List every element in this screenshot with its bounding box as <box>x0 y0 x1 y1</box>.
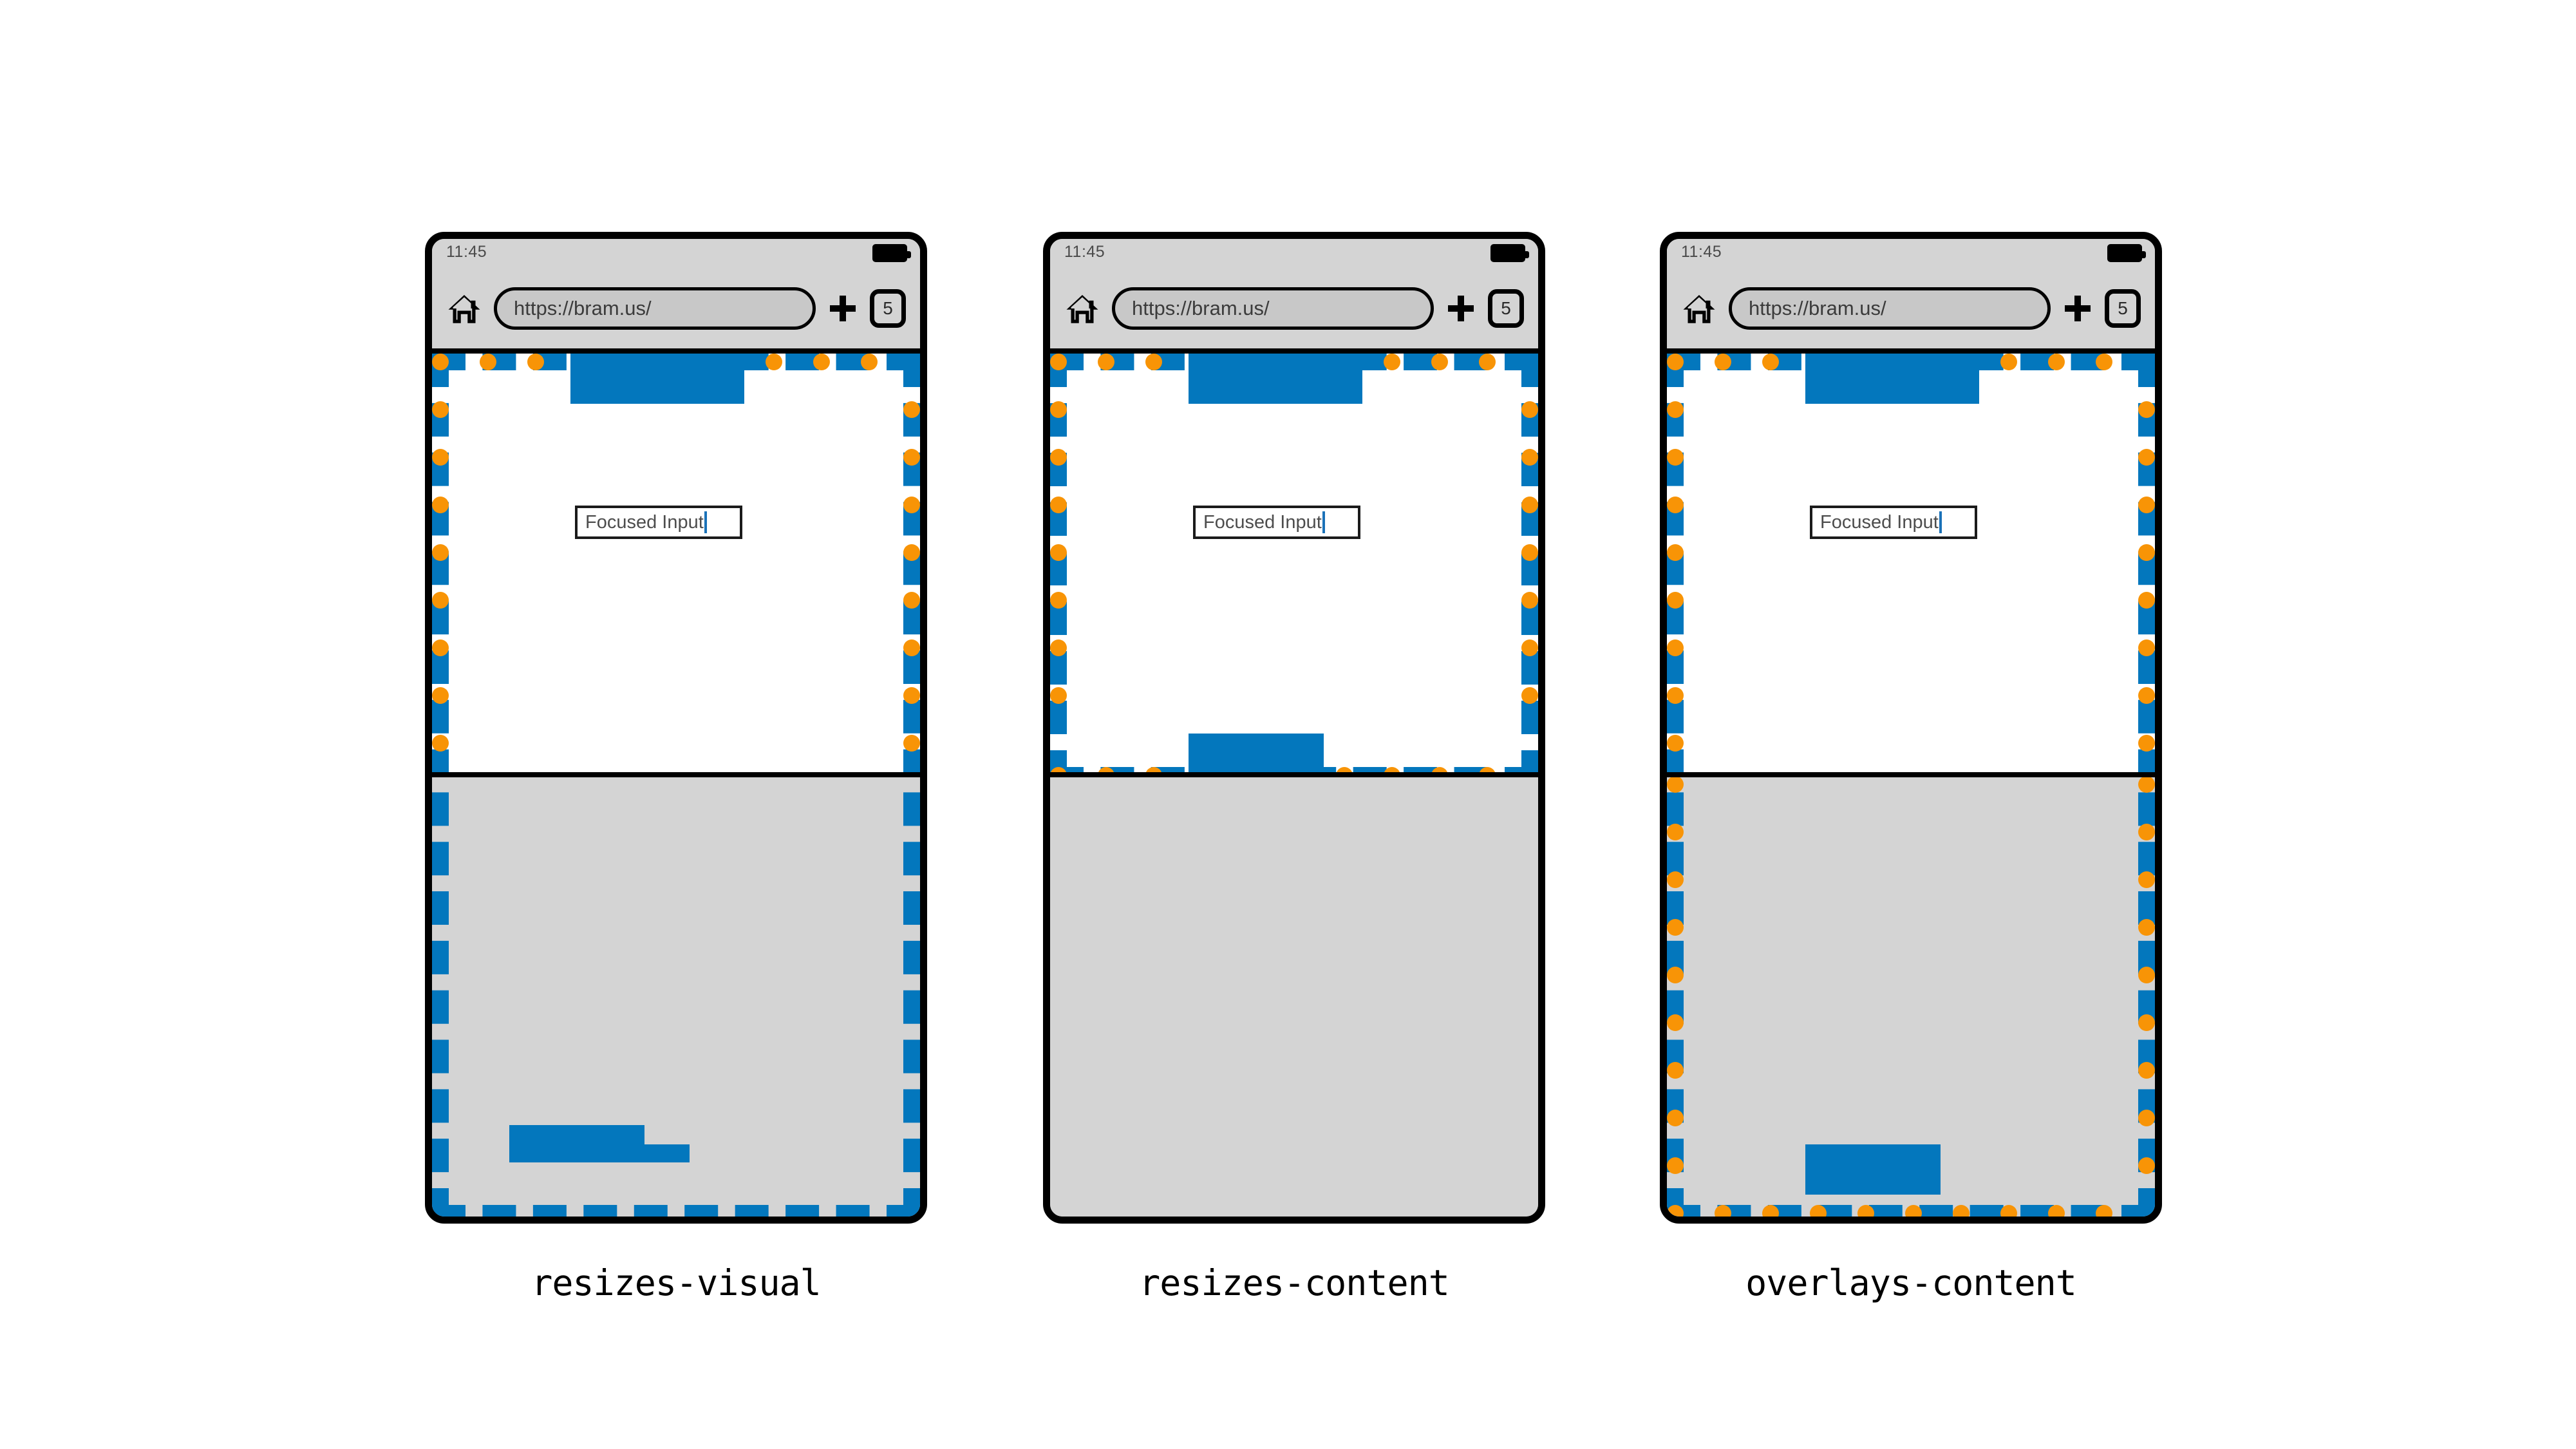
url-text: https://bram.us/ <box>514 297 652 319</box>
page-header-block <box>1189 354 1362 404</box>
status-bar: 11:45 <box>1050 239 1538 269</box>
status-bar: 11:45 <box>432 239 920 269</box>
battery-icon <box>2107 244 2146 262</box>
page-dashed-border <box>1667 354 2155 784</box>
tab-count-label: 5 <box>2118 298 2128 318</box>
web-viewport: Focused Input <box>1050 354 1538 784</box>
text-caret <box>1322 511 1325 533</box>
status-clock: 11:45 <box>1681 243 1722 261</box>
page-frame-clip-keyboard <box>1667 777 2155 1217</box>
focused-input-value: Focused Input <box>1203 511 1322 533</box>
phone-mockup-overlays-content: 11:45 https://bram.us/ <box>1660 232 2162 1224</box>
url-bar[interactable]: https://bram.us/ <box>1112 287 1434 330</box>
focused-input-value: Focused Input <box>585 511 704 533</box>
browser-toolbar: https://bram.us/ 5 <box>432 269 920 348</box>
plus-icon[interactable] <box>1445 293 1476 324</box>
battery-icon <box>1490 244 1529 262</box>
virtual-keyboard <box>1667 772 2155 1217</box>
phone-mockup-resizes-visual: 11:45 https://bram.us/ <box>425 232 927 1224</box>
text-caret <box>1939 511 1942 533</box>
page-footer-block-step <box>644 1144 690 1162</box>
tab-count-button[interactable]: 5 <box>2105 289 2141 328</box>
focused-input[interactable]: Focused Input <box>575 506 742 539</box>
home-icon[interactable] <box>1064 290 1100 327</box>
tab-count-label: 5 <box>1501 298 1511 318</box>
status-clock: 11:45 <box>446 243 487 261</box>
page-dot-markers <box>1667 354 2155 784</box>
url-text: https://bram.us/ <box>1749 297 1886 319</box>
page-frame-clip-keyboard <box>432 777 920 1217</box>
page-header-block <box>570 354 744 404</box>
web-viewport: Focused Input <box>1667 354 2155 784</box>
page-dot-markers <box>1050 354 1538 784</box>
plus-icon[interactable] <box>827 293 858 324</box>
tab-count-button[interactable]: 5 <box>870 289 906 328</box>
tab-count-button[interactable]: 5 <box>1488 289 1524 328</box>
virtual-keyboard <box>432 772 920 1217</box>
tab-count-label: 5 <box>883 298 893 318</box>
status-bar: 11:45 <box>1667 239 2155 269</box>
url-bar[interactable]: https://bram.us/ <box>494 287 816 330</box>
caption-resizes-content: resizes-content <box>1139 1262 1450 1303</box>
url-bar[interactable]: https://bram.us/ <box>1729 287 2051 330</box>
page-dot-markers-continued <box>1667 777 2155 1217</box>
caption-resizes-visual: resizes-visual <box>531 1262 822 1303</box>
focused-input[interactable]: Focused Input <box>1193 506 1360 539</box>
page-footer-block <box>1805 1144 1941 1195</box>
web-viewport: Focused Input <box>432 354 920 784</box>
home-icon[interactable] <box>1681 290 1717 327</box>
page-dashed-border-continued <box>432 777 920 1217</box>
page-frame-clip <box>432 354 920 784</box>
page-header-block <box>1805 354 1979 404</box>
virtual-keyboard <box>1050 772 1538 1217</box>
browser-chrome: 11:45 https://bram.us/ <box>1050 239 1538 354</box>
browser-toolbar: https://bram.us/ 5 <box>1667 269 2155 348</box>
page-dot-markers <box>432 354 920 784</box>
page-frame-clip <box>1667 354 2155 784</box>
battery-icon <box>872 244 911 262</box>
page-footer-block <box>509 1125 644 1162</box>
phone-mockup-resizes-content: 11:45 https://bram.us/ <box>1043 232 1545 1224</box>
text-caret <box>704 511 707 533</box>
status-clock: 11:45 <box>1064 243 1105 261</box>
url-text: https://bram.us/ <box>1132 297 1270 319</box>
home-icon[interactable] <box>446 290 482 327</box>
page-frame-clip <box>1050 354 1538 784</box>
browser-chrome: 11:45 https://bram.us/ <box>432 239 920 354</box>
browser-toolbar: https://bram.us/ 5 <box>1050 269 1538 348</box>
browser-chrome: 11:45 https://bram.us/ <box>1667 239 2155 354</box>
focused-input[interactable]: Focused Input <box>1810 506 1977 539</box>
focused-input-value: Focused Input <box>1820 511 1939 533</box>
plus-icon[interactable] <box>2062 293 2093 324</box>
caption-overlays-content: overlays-content <box>1745 1262 2077 1303</box>
